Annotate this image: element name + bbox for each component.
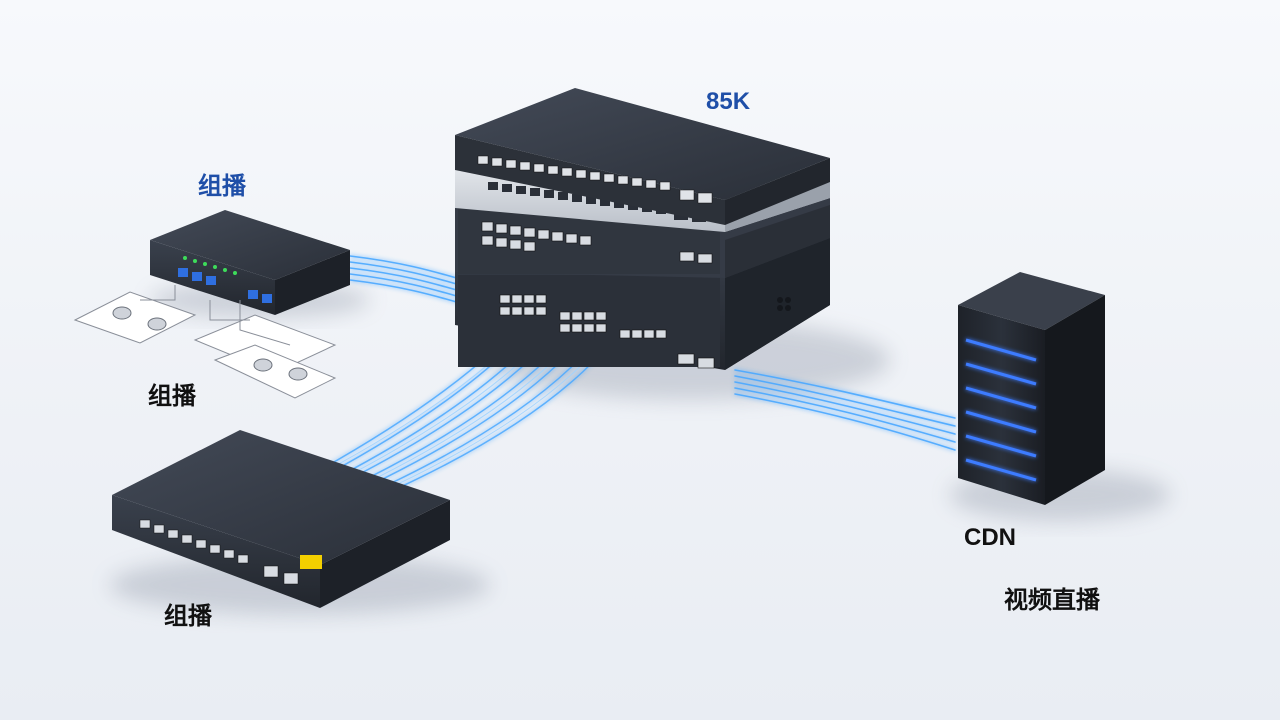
port-grid-middle	[481, 221, 713, 264]
server-tower-icon	[958, 272, 1105, 505]
small-switch-icon	[150, 210, 350, 315]
camera-icon	[112, 306, 308, 381]
video-live-label: 视频直播	[1004, 586, 1100, 614]
status-leds	[183, 256, 237, 275]
core-switch-top-unit	[455, 88, 830, 225]
core-switch-label: 85K	[706, 88, 751, 115]
warning-sticker	[300, 555, 322, 569]
fiber-bundle-to-cdn	[734, 369, 956, 451]
core-switch-stack	[455, 88, 830, 370]
camera-floor-plan	[73, 285, 337, 399]
vent-grille	[777, 297, 791, 311]
multicast-label-bottom: 组播	[164, 602, 212, 630]
port-grid-top	[477, 155, 713, 204]
port-grid-bottom	[499, 294, 715, 369]
access-switch-icon	[112, 430, 450, 608]
multicast-label-top: 组播	[198, 172, 246, 200]
multicast-label-middle: 组播	[148, 382, 196, 410]
cdn-label: CDN	[964, 524, 1016, 551]
server-light-bars	[965, 338, 1037, 482]
fiber-ports	[178, 268, 272, 303]
access-ports	[139, 519, 299, 585]
